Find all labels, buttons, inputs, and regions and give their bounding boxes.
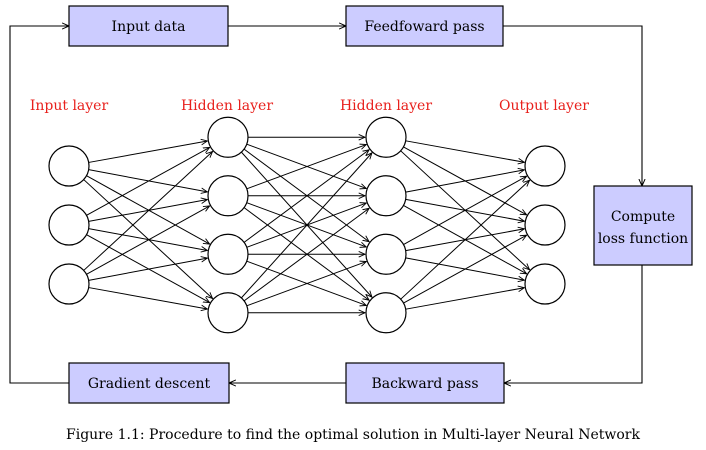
neuron-input-3 (48, 263, 90, 305)
edge-l0-n1-to-l1-n3 (86, 234, 210, 303)
neuron-hidden-1-3 (207, 233, 249, 275)
edge-l1-n2-to-l2-n0 (243, 150, 369, 243)
neuron-hidden-1-4 (207, 292, 249, 334)
edge-l0-n2-to-l1-n3 (88, 287, 208, 309)
layer-label-input: Input layer (30, 98, 109, 114)
input-data-box: Input data (68, 5, 229, 47)
edge-l2-n1-to-l3-n0 (405, 170, 525, 193)
neuron-hidden-2-4 (365, 292, 407, 334)
flow-gradient-to-input (9, 26, 69, 384)
neuron-input-2 (48, 204, 90, 246)
edge-l2-n3-to-l3-n0 (400, 180, 530, 300)
edge-l2-n0-to-l3-n0 (405, 140, 525, 162)
edge-l1-n3-to-l2-n0 (241, 153, 372, 299)
gradient-label: Gradient descent (88, 376, 211, 392)
edge-l1-n3-to-l2-n2 (246, 262, 367, 307)
flow-arrows (9, 25, 643, 384)
edge-l1-n3-to-l2-n1 (243, 208, 369, 302)
neuron-hidden-2-2 (365, 175, 407, 217)
backward-box: Backward pass (345, 362, 505, 404)
edge-l0-n1-to-l1-n0 (86, 147, 210, 216)
layer-label-output: Output layer (499, 98, 589, 114)
neuron-hidden-1-2 (207, 175, 249, 217)
neuron-input-1 (48, 145, 90, 187)
figure-caption: Figure 1.1: Procedure to find the optima… (66, 427, 640, 443)
neuron-output-2 (524, 204, 566, 246)
compute-loss-label-line1: Compute (611, 209, 675, 225)
feedforward-label: Feedfoward pass (364, 19, 484, 35)
network-edges (83, 137, 530, 313)
backward-label: Backward pass (371, 376, 478, 392)
compute-loss-box: Compute loss function (593, 185, 693, 266)
neuron-output-3 (524, 263, 566, 305)
layer-label-hidden-1: Hidden layer (181, 98, 273, 114)
edge-l0-n0-to-l1-n1 (88, 169, 208, 192)
edge-l0-n2-to-l1-n2 (88, 258, 208, 281)
network-neurons (48, 116, 566, 334)
edge-l0-n0-to-l1-n2 (86, 175, 209, 244)
compute-loss-label-line2: loss function (598, 231, 688, 247)
edge-l2-n3-to-l3-n1 (403, 235, 527, 304)
edge-l2-n3-to-l3-n2 (405, 288, 525, 310)
feedforward-box: Feedfoward pass (345, 5, 504, 47)
input-data-label: Input data (112, 19, 186, 35)
flow-feedforward-to-loss (503, 25, 642, 186)
neuron-hidden-2-3 (365, 233, 407, 275)
edge-l0-n2-to-l1-n1 (86, 206, 209, 275)
edge-l0-n0-to-l1-n3 (83, 179, 213, 299)
flow-loss-to-backward (504, 265, 643, 383)
layer-label-hidden-2: Hidden layer (340, 98, 432, 114)
edge-l0-n0-to-l1-n0 (88, 141, 208, 163)
neuron-hidden-2-1 (365, 116, 407, 158)
edge-l0-n1-to-l1-n2 (88, 228, 208, 251)
gradient-box: Gradient descent (68, 362, 230, 404)
edge-l2-n2-to-l3-n0 (403, 176, 526, 245)
neuron-output-1 (524, 145, 566, 187)
edge-l0-n2-to-l1-n0 (83, 151, 213, 271)
edge-l1-n1-to-l2-n0 (246, 145, 367, 190)
neuron-hidden-1-1 (207, 116, 249, 158)
